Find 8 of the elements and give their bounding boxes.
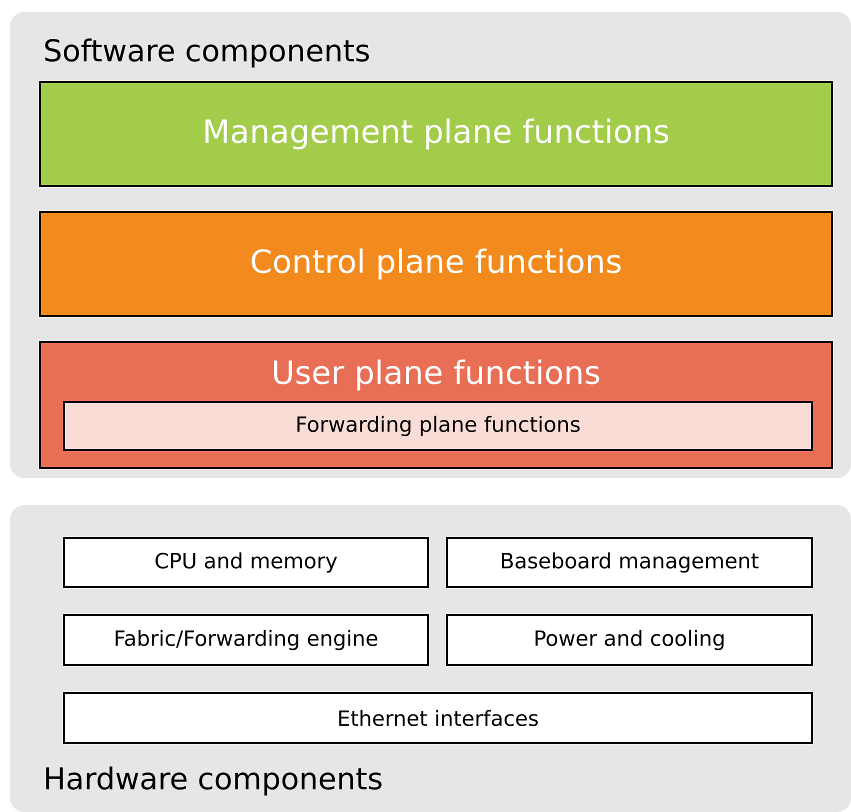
function-box: Ethernet interfaces <box>63 692 813 744</box>
function-box: Management plane functions <box>39 81 833 187</box>
function-box: Forwarding plane functions <box>63 401 813 451</box>
function-box: Baseboard management <box>446 537 813 588</box>
function-box: CPU and memory <box>63 537 429 588</box>
function-box: Control plane functions <box>39 211 833 317</box>
function-box: Fabric/Forwarding engine <box>63 614 429 666</box>
function-box: Power and cooling <box>446 614 813 666</box>
